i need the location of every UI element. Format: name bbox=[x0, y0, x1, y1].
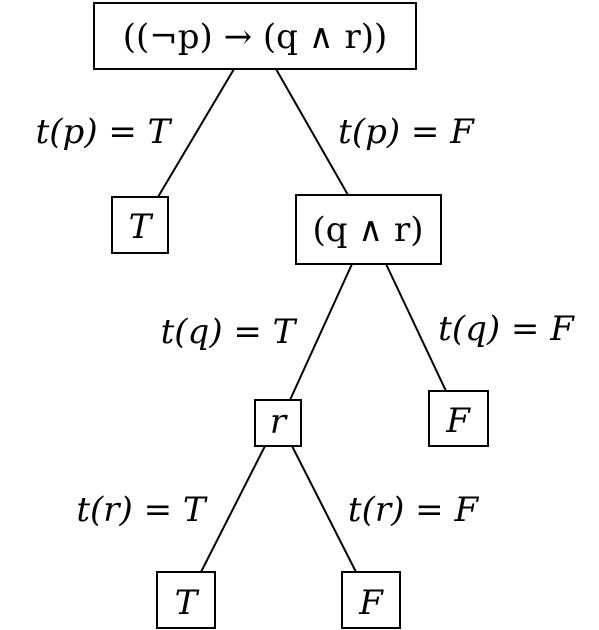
edge-label-q-true: t(q) = T bbox=[161, 312, 298, 352]
leaf-r-false-label: F bbox=[358, 583, 384, 623]
r-node-label: r bbox=[270, 402, 288, 442]
r-node: r bbox=[254, 399, 302, 447]
edge-q-and-r-to-r bbox=[289, 263, 353, 401]
leaf-r-true-node: T bbox=[156, 571, 216, 629]
leaf-q-false-node: F bbox=[428, 390, 489, 447]
edge-r-to-leaf-r-true bbox=[200, 445, 266, 573]
edge-label-r-true: t(r) = T bbox=[76, 490, 208, 530]
edge-label-p-false: t(p) = F bbox=[338, 112, 475, 152]
root-node: ((¬p) → (q ∧ r)) bbox=[93, 2, 417, 70]
edge-r-to-leaf-r-false bbox=[291, 445, 357, 573]
edge-label-p-true: t(p) = T bbox=[36, 112, 173, 152]
edge-q-and-r-to-leaf-q-false bbox=[385, 263, 447, 392]
root-node-label: ((¬p) → (q ∧ r)) bbox=[123, 17, 387, 57]
leaf-p-true-node: T bbox=[111, 196, 169, 254]
leaf-p-true-label: T bbox=[129, 207, 154, 247]
leaf-r-false-node: F bbox=[341, 571, 401, 629]
edge-root-to-q-and-r bbox=[275, 68, 349, 196]
edge-label-q-false: t(q) = F bbox=[438, 309, 575, 349]
leaf-r-true-label: T bbox=[175, 583, 200, 623]
leaf-q-false-label: F bbox=[445, 401, 471, 441]
edge-label-r-false: t(r) = F bbox=[348, 490, 480, 530]
q-and-r-node: (q ∧ r) bbox=[295, 194, 442, 265]
q-and-r-label: (q ∧ r) bbox=[312, 210, 423, 250]
edge-root-to-leaf-p-true bbox=[157, 68, 235, 198]
